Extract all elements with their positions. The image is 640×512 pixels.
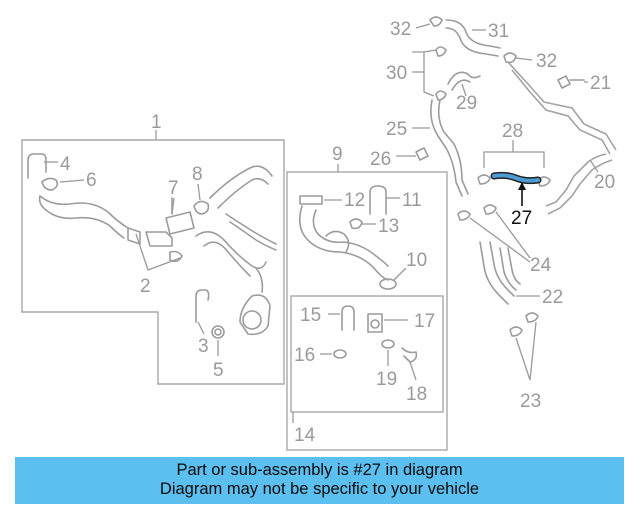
- callout-19: 19: [376, 369, 397, 390]
- banner-line-1: Part or sub-assembly is #27 in diagram: [176, 461, 463, 479]
- callout-1: 1: [151, 112, 162, 133]
- callout-3: 3: [198, 336, 209, 357]
- callout-2: 2: [140, 276, 151, 297]
- callout-14: 14: [294, 425, 316, 446]
- callout-15: 15: [300, 305, 321, 326]
- group-1-box: [21, 139, 285, 385]
- arrow-27: [518, 182, 526, 190]
- callout-32-top: 32: [390, 19, 411, 40]
- part-27-highlight[interactable]: [490, 171, 542, 185]
- callout-18: 18: [406, 384, 427, 405]
- callout-31: 31: [488, 21, 509, 42]
- callout-5: 5: [213, 360, 224, 381]
- callout-17: 17: [414, 311, 435, 332]
- callout-9: 9: [332, 144, 343, 165]
- callout-21: 21: [590, 73, 611, 94]
- callout-16: 16: [294, 345, 315, 366]
- callout-11: 11: [402, 190, 422, 211]
- group-9-box: [286, 171, 448, 451]
- callout-30: 30: [386, 63, 407, 84]
- callout-24: 24: [530, 255, 552, 276]
- callout-13: 13: [378, 216, 399, 237]
- group-14-box: [290, 295, 444, 413]
- info-banner: Part or sub-assembly is #27 in diagram D…: [15, 457, 624, 504]
- callout-20: 20: [594, 172, 615, 193]
- callout-8: 8: [192, 164, 203, 185]
- banner-line-2: Diagram may not be specific to your vehi…: [159, 480, 480, 498]
- callout-29: 29: [456, 93, 477, 114]
- callout-27: 27: [511, 208, 532, 229]
- callout-22: 22: [542, 287, 563, 308]
- callout-7: 7: [168, 178, 179, 199]
- group-9-parts: [298, 185, 418, 363]
- leader-lines: [44, 23, 599, 381]
- callout-4: 4: [60, 154, 71, 175]
- callout-6: 6: [86, 170, 97, 191]
- callout-10: 10: [406, 250, 427, 271]
- callout-12: 12: [344, 190, 365, 211]
- callout-28: 28: [502, 121, 523, 142]
- callout-25: 25: [386, 119, 407, 140]
- callout-26: 26: [370, 149, 391, 170]
- callout-32-right: 32: [536, 51, 557, 72]
- callout-23: 23: [520, 391, 541, 412]
- callout-numbers: 1 2 3 4 5 6 7 8 9 10 11 12 13 14 15 16 1…: [60, 19, 615, 446]
- right-side-parts: [415, 16, 617, 337]
